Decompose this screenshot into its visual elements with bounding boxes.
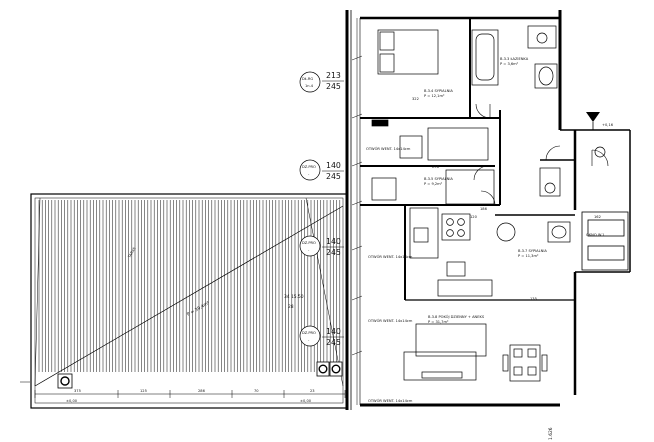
drain-icon (316, 361, 343, 377)
svg-text:125: 125 (140, 389, 147, 393)
svg-text:OTWÓR WENT. 14x14cm: OTWÓR WENT. 14x14cm (366, 146, 411, 151)
svg-text:140: 140 (326, 327, 341, 336)
entry-arrow-icon (586, 112, 606, 158)
svg-text:186: 186 (480, 207, 488, 211)
svg-text:DZ.PRO: DZ.PRO (302, 241, 316, 245)
inner-dimensions: 322 296 186 135 120 162 +0,16 1.626 (412, 97, 614, 440)
svg-text:-: - (308, 338, 310, 342)
svg-text:P = 9,2m²: P = 9,2m² (424, 182, 443, 186)
dimension-lines (20, 18, 363, 405)
svg-text:OTWÓR WENT. 14x14cm: OTWÓR WENT. 14x14cm (368, 254, 413, 259)
svg-text:245: 245 (326, 172, 341, 181)
svg-text:B.3.5 SYPIALNIA: B.3.5 SYPIALNIA (424, 177, 453, 181)
room-label: B.3.5 SYPIALNIA P = 9,2m² (424, 177, 453, 186)
section-marker: DZ.PRO - 140 245 (299, 325, 344, 347)
svg-text:140: 140 (326, 161, 341, 170)
svg-text:135: 135 (530, 297, 537, 301)
svg-text:DZ.PRO: DZ.PRO (302, 331, 316, 335)
svg-text:DŁ.RG: DŁ.RG (302, 77, 313, 81)
level-mark: ±0,00 (66, 399, 78, 403)
svg-text:B.3.8 POKÓJ DZIENNY + ANEKS: B.3.8 POKÓJ DZIENNY + ANEKS (428, 314, 485, 319)
terrace-dim-sub: 28 (288, 304, 294, 310)
terrace-decking-hatch (38, 200, 341, 372)
window-notes: OTWÓR WENT. 14x14cm OTWÓR WENT. 14x14cm … (366, 146, 413, 403)
svg-text:1n.4: 1n.4 (305, 84, 314, 88)
door-swings (473, 103, 609, 206)
svg-text:P = 11,3m²: P = 11,3m² (518, 254, 539, 258)
svg-text:120: 120 (470, 215, 478, 219)
terrace-slope-label: TARAS (127, 246, 137, 259)
stair (581, 211, 629, 271)
svg-text:P = 31,7m²: P = 31,7m² (428, 320, 449, 324)
room-label: OKNO W.1 (586, 233, 604, 237)
level-mark: ±0,00 (300, 399, 312, 403)
svg-text:245: 245 (326, 248, 341, 257)
svg-text:296: 296 (432, 165, 440, 169)
svg-text:140: 140 (326, 237, 341, 246)
svg-text:70: 70 (254, 389, 259, 393)
terrace: P = 39,4m² TARAS 34 15.50 28 (30, 193, 348, 409)
section-marker: DZ.PRO - 140 245 (299, 159, 344, 181)
svg-text:213: 213 (326, 71, 341, 80)
section-marker: DŁ.RG 1n.4 213 245 (299, 71, 344, 93)
svg-text:375: 375 (74, 389, 81, 393)
svg-text:B.3.4 SYPIALNIA: B.3.4 SYPIALNIA (424, 89, 453, 93)
svg-text:B.3.7 SYPIALNIA: B.3.7 SYPIALNIA (518, 249, 547, 253)
svg-text:DZ.PRO: DZ.PRO (302, 165, 316, 169)
room-label: B.3.3 ŁAZIENKA P = 3,6m² (500, 57, 529, 66)
svg-text:P = 12,1m²: P = 12,1m² (424, 94, 445, 98)
svg-text:OTWÓR WENT. 14x14cm: OTWÓR WENT. 14x14cm (368, 398, 413, 403)
svg-text:162: 162 (594, 215, 601, 219)
svg-text:23: 23 (310, 389, 315, 393)
svg-text:245: 245 (326, 338, 341, 347)
svg-text:OTWÓR WENT. 14x14cm: OTWÓR WENT. 14x14cm (368, 318, 413, 323)
svg-text:286: 286 (198, 389, 206, 393)
svg-text:OKNO W.1: OKNO W.1 (586, 233, 604, 237)
svg-text:+0,16: +0,16 (602, 123, 614, 127)
apartment-walls (345, 10, 631, 410)
svg-text:-: - (308, 248, 310, 252)
level-dimension: 1.626 (548, 427, 554, 440)
terrace-dim-main: 34 15.50 (284, 294, 304, 300)
room-label: B.3.8 POKÓJ DZIENNY + ANEKS P = 31,7m² (428, 314, 485, 324)
svg-text:P = 3,6m²: P = 3,6m² (500, 62, 519, 66)
furniture (371, 25, 571, 382)
svg-text:B.3.3 ŁAZIENKA: B.3.3 ŁAZIENKA (500, 57, 529, 61)
terrace-area-label: P = 39,4m² (186, 300, 211, 318)
section-marker: DZ.PRO - 140 245 (299, 235, 344, 257)
room-label: B.3.7 SYPIALNIA P = 11,3m² (518, 249, 547, 258)
room-label: B.3.4 SYPIALNIA P = 12,1m² (424, 89, 453, 98)
svg-text:-: - (308, 172, 310, 176)
svg-text:322: 322 (412, 97, 419, 101)
drain-icon (57, 373, 73, 389)
bottom-dimensions: 375 125 286 70 23 ±0,00 ±0,00 (66, 389, 315, 403)
svg-text:245: 245 (326, 82, 341, 91)
